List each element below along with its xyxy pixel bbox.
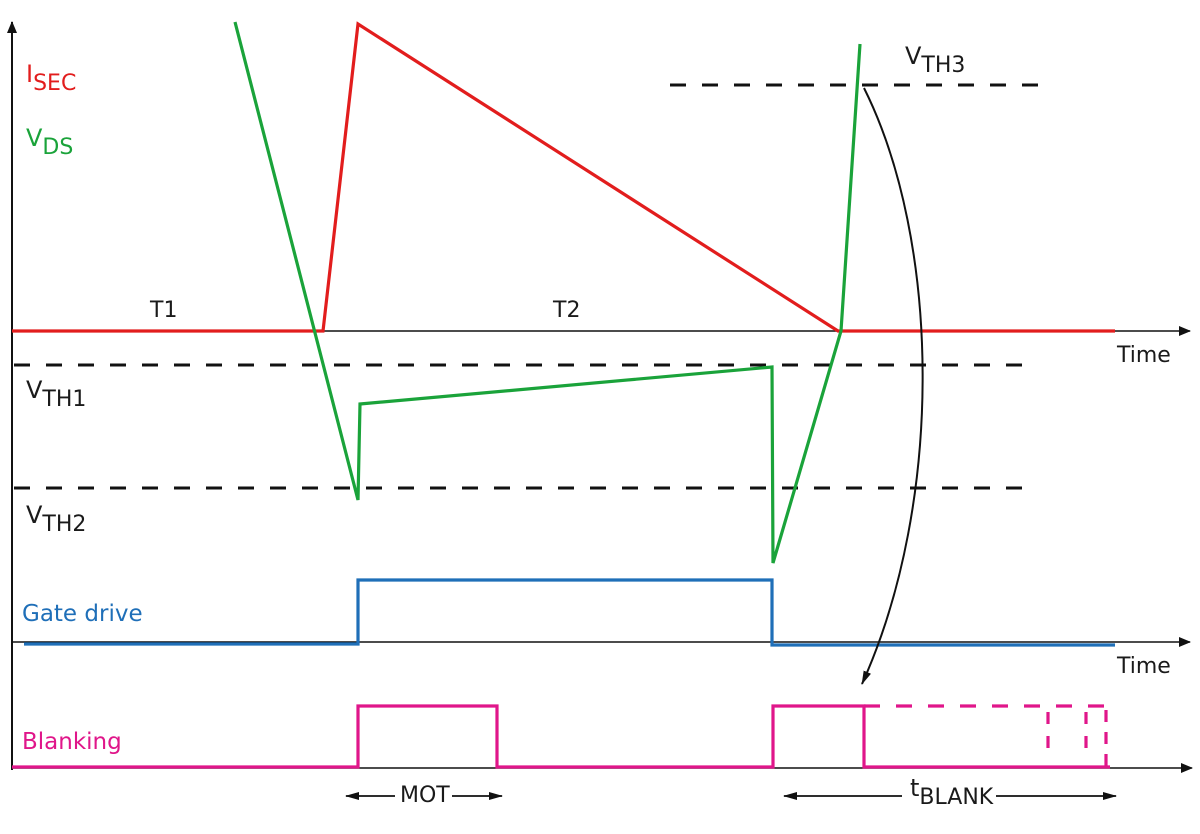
vth2-label: VTH2 (26, 503, 86, 536)
isec-sub: SEC (33, 71, 77, 96)
blanking-waveform (12, 704, 1110, 769)
tblank-label: tBLANK (910, 776, 993, 809)
vds-sub: DS (42, 135, 74, 160)
isec-waveform (12, 21, 1115, 333)
vth2-main: V (26, 501, 43, 529)
vth3-to-blanking-arrow (861, 87, 924, 685)
isec-label: ISEC (26, 62, 76, 95)
vds-waveform (233, 21, 862, 564)
blanking-extension-dashed (864, 704, 1108, 766)
blanking-label: Blanking (22, 729, 122, 755)
tblank-sub: BLANK (919, 785, 994, 810)
time-axis-2-label: Time (1117, 654, 1171, 679)
vth1-main: V (26, 376, 43, 404)
vds-main: V (26, 124, 43, 152)
t2-label: T2 (553, 298, 581, 323)
vth2-sub: TH2 (42, 512, 87, 537)
t1-label: T1 (150, 298, 178, 323)
gate-drive-waveform (24, 578, 1115, 647)
isec-main: I (26, 60, 34, 88)
vth3-sub: TH3 (921, 53, 966, 78)
vth3-main: V (905, 42, 922, 70)
time-axis-1-label: Time (1117, 343, 1171, 368)
tblank-main: t (910, 774, 920, 802)
vth1-sub: TH1 (42, 387, 87, 412)
vds-label: VDS (26, 126, 73, 159)
vth3-label: VTH3 (905, 44, 965, 77)
mot-label: MOT (400, 783, 450, 808)
gate-drive-label: Gate drive (22, 601, 143, 627)
vth1-label: VTH1 (26, 378, 86, 411)
